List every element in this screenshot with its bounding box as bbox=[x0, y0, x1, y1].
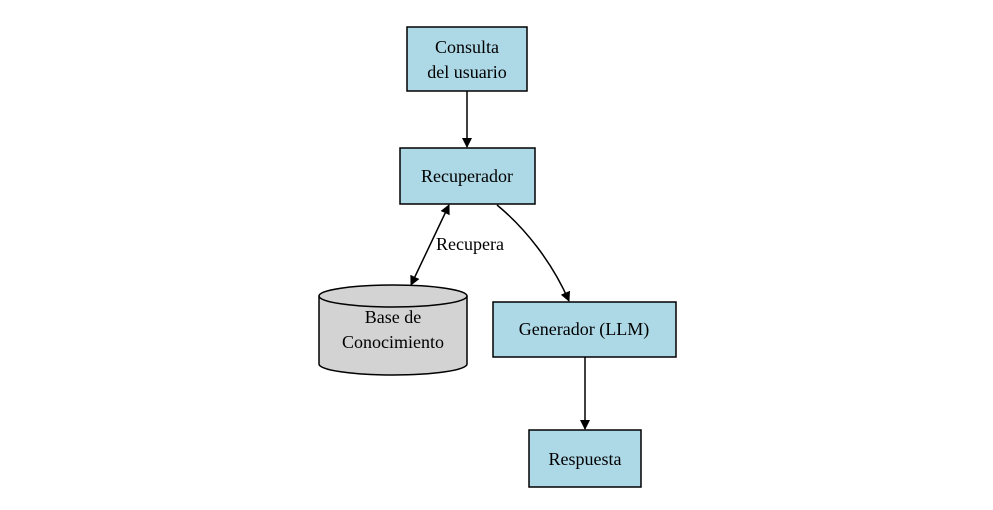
node-base-de-conocimiento: Base de Conocimiento bbox=[318, 284, 468, 376]
node-label: Consulta bbox=[435, 37, 499, 57]
node-label: Base de bbox=[365, 307, 421, 327]
node-label: del usuario bbox=[427, 62, 506, 82]
node-label: Generador (LLM) bbox=[519, 319, 649, 340]
node-respuesta: Respuesta bbox=[528, 429, 642, 488]
node-label: Conocimiento bbox=[342, 332, 444, 352]
node-consulta-del-usuario: Consulta del usuario bbox=[406, 26, 528, 92]
edge-recuperador-base: Recupera bbox=[410, 204, 504, 286]
edge-label-recupera: Recupera bbox=[436, 234, 504, 254]
node-label: Recuperador bbox=[421, 166, 513, 186]
edge-recuperador-to-generador bbox=[496, 204, 570, 302]
node-label: Respuesta bbox=[549, 449, 622, 469]
node-generador-llm: Generador (LLM) bbox=[492, 301, 677, 358]
node-recuperador: Recuperador bbox=[399, 147, 536, 205]
